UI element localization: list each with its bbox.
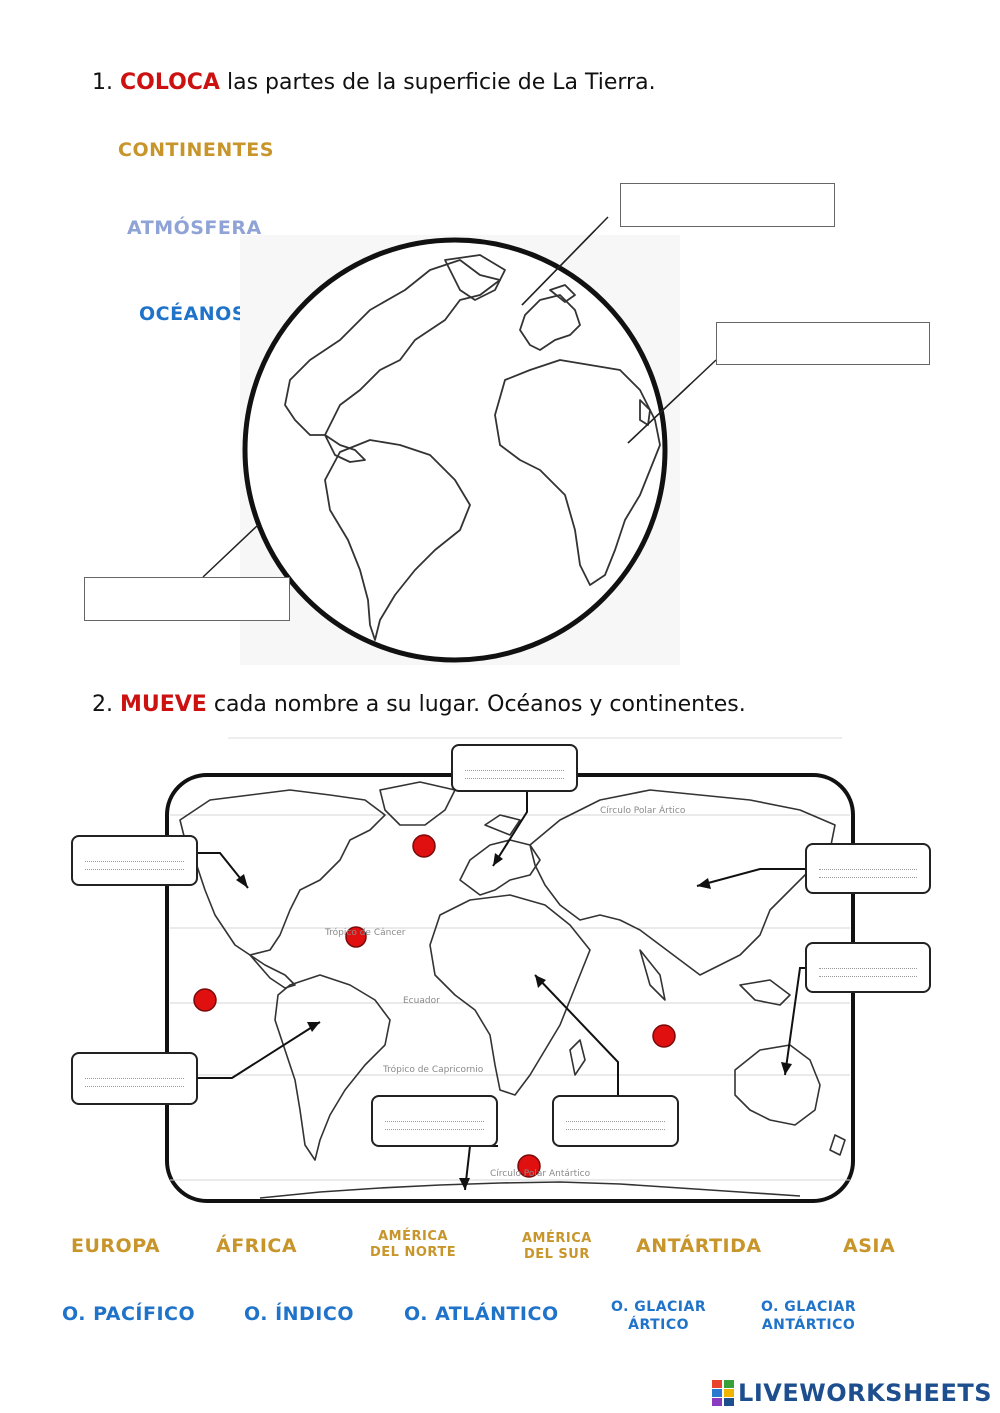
section1-number: 1. — [92, 70, 113, 95]
section1-verb: COLOCA — [120, 70, 220, 95]
map-answer-box-left-top[interactable] — [71, 835, 198, 886]
map-answer-box-left-bottom[interactable] — [71, 1052, 198, 1105]
word-antartida[interactable]: ANTÁRTIDA — [636, 1235, 762, 1257]
globe-answer-box-right[interactable] — [716, 322, 930, 365]
label-tropico-cancer: Trópico de Cáncer — [324, 927, 406, 938]
word-europa[interactable]: EUROPA — [71, 1235, 161, 1257]
section1-instruction: 1. COLOCA las partes de la superficie de… — [92, 70, 656, 95]
word-asia[interactable]: ASIA — [843, 1235, 896, 1257]
liveworksheets-logo[interactable]: LIVEWORKSHEETS — [712, 1379, 992, 1407]
globe-pointer-lines — [202, 216, 717, 578]
word-africa[interactable]: ÁFRICA — [216, 1235, 298, 1257]
map-answer-box-right-mid[interactable] — [805, 942, 931, 993]
label-ecuador: Ecuador — [403, 996, 440, 1006]
word-continentes[interactable]: CONTINENTES — [118, 139, 274, 161]
section2-instruction: 2. MUEVE cada nombre a su lugar. Océanos… — [92, 692, 746, 717]
globe-answer-box-top[interactable] — [620, 183, 835, 227]
liveworksheets-logo-icon — [712, 1380, 735, 1406]
word-atmosfera[interactable]: ATMÓSFERA — [127, 217, 262, 239]
section2-verb: MUEVE — [120, 692, 207, 717]
word-pacifico[interactable]: O. PACÍFICO — [62, 1303, 196, 1325]
label-polar-antartico: Círculo Polar Antártico — [490, 1169, 591, 1179]
section2-number: 2. — [92, 692, 113, 717]
word-indico[interactable]: O. ÍNDICO — [244, 1303, 354, 1325]
label-polar-artico: Círculo Polar Ártico — [600, 804, 686, 816]
word-oceanos[interactable]: OCÉANOS — [139, 303, 247, 325]
world-map: Círculo Polar Ártico Trópico de Cáncer E… — [165, 737, 855, 1203]
word-atlantico[interactable]: O. ATLÁNTICO — [404, 1303, 559, 1325]
section2-text: cada nombre a su lugar. Océanos y contin… — [213, 692, 746, 717]
map-answer-box-top[interactable] — [451, 744, 578, 792]
logo-text: LIVEWORKSHEETS — [738, 1379, 992, 1407]
label-tropico-capricornio: Trópico de Capricornio — [382, 1064, 484, 1075]
globe-image — [240, 230, 690, 665]
map-answer-box-bottom-right[interactable] — [552, 1095, 679, 1147]
map-answer-box-right-top[interactable] — [805, 843, 931, 894]
map-answer-box-bottom-left[interactable] — [371, 1095, 498, 1147]
globe-answer-box-left[interactable] — [84, 577, 290, 621]
section1-text: las partes de la superficie de La Tierra… — [226, 70, 656, 95]
